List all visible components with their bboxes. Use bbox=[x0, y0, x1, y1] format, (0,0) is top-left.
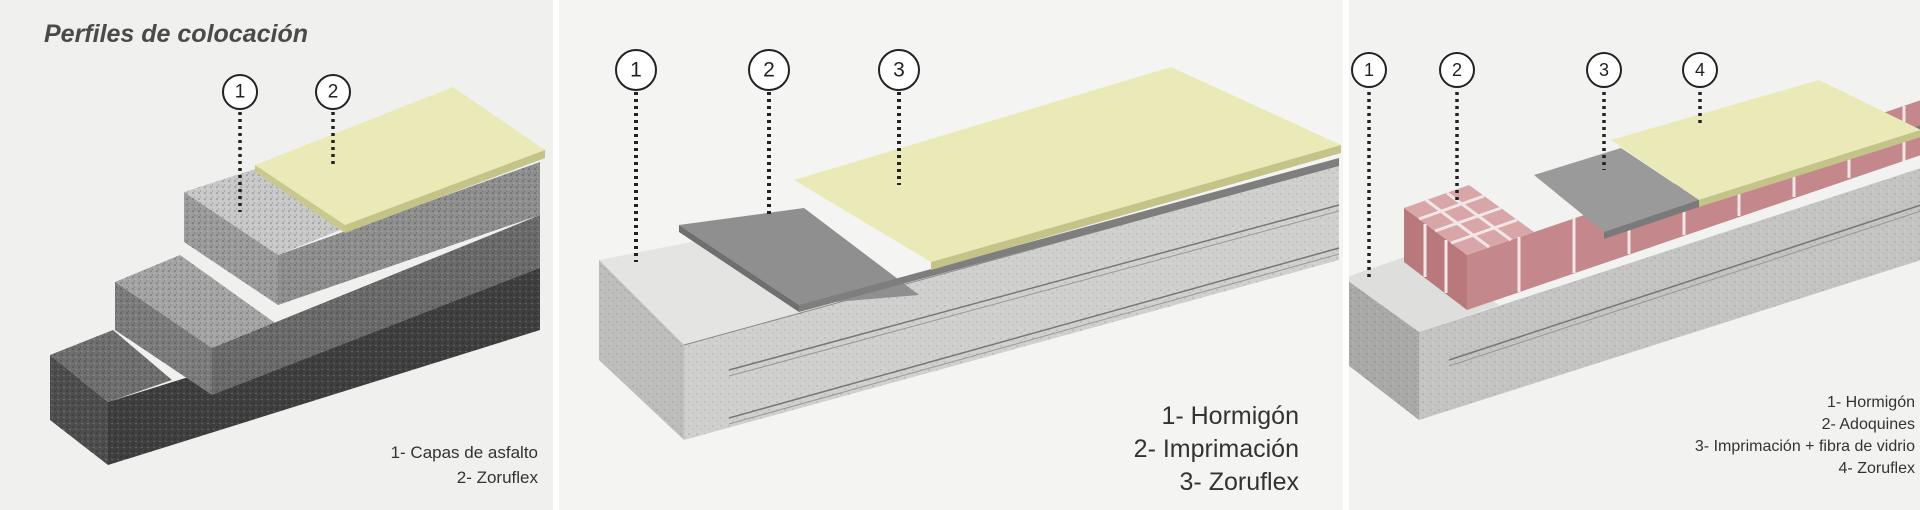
zoruflex-membrane-edge bbox=[931, 145, 1341, 270]
svg-text:1: 1 bbox=[235, 82, 246, 103]
legend-item: 1- Hormigón bbox=[1826, 394, 1915, 411]
svg-text:2: 2 bbox=[1452, 60, 1462, 80]
paver-block-front bbox=[1404, 208, 1467, 310]
marker-3: 3 bbox=[1586, 52, 1622, 88]
svg-text:3: 3 bbox=[893, 59, 905, 82]
primer-fiberglass-layer-top bbox=[1534, 148, 1699, 232]
concrete-slab-top bbox=[1349, 252, 1499, 332]
legend-item: 3- Zoruflex bbox=[1179, 468, 1299, 496]
legend-item: 2- Imprimación bbox=[1133, 435, 1299, 463]
legend-item: 1- Hormigón bbox=[1161, 402, 1299, 430]
page-title: Perfiles de colocación bbox=[44, 20, 308, 48]
svg-text:2: 2 bbox=[328, 82, 339, 103]
paver-slab-illustration: 1 2 3 4 bbox=[1349, 52, 1920, 420]
svg-text:1: 1 bbox=[630, 59, 642, 82]
legend-item: 1- Capas de asfalto bbox=[390, 443, 538, 462]
marker-2: 2 bbox=[315, 74, 351, 110]
marker-3: 3 bbox=[878, 49, 920, 91]
profile-panel-asphalt: Perfiles de colocación bbox=[0, 0, 553, 510]
zoruflex-membrane-top bbox=[1611, 80, 1920, 200]
marker-4: 4 bbox=[1682, 52, 1718, 88]
asphalt-steps-illustration: 1 2 bbox=[50, 74, 545, 465]
svg-text:4: 4 bbox=[1695, 60, 1705, 80]
svg-text:2: 2 bbox=[763, 59, 775, 82]
profile-panel-pavers: 1 2 3 4 1- Hormigón 2- Adoquines 3- Impr… bbox=[1343, 0, 1920, 510]
svg-text:3: 3 bbox=[1599, 60, 1609, 80]
marker-1: 1 bbox=[615, 49, 657, 91]
zoruflex-membrane-top bbox=[255, 87, 545, 225]
legend: 1- Hormigón 2- Imprimación 3- Zoruflex bbox=[1134, 400, 1299, 499]
zoruflex-membrane-edge bbox=[1699, 130, 1920, 207]
svg-text:1: 1 bbox=[1364, 60, 1374, 80]
marker-1: 1 bbox=[1351, 52, 1387, 88]
marker-1: 1 bbox=[222, 74, 258, 110]
zoruflex-membrane-top bbox=[794, 67, 1341, 262]
legend: 1- Hormigón 2- Adoquines 3- Imprimación … bbox=[1695, 392, 1915, 480]
concrete-slab-illustration: 1 2 3 bbox=[599, 49, 1341, 440]
marker-2: 2 bbox=[748, 49, 790, 91]
marker-2: 2 bbox=[1439, 52, 1475, 88]
legend-item: 3- Imprimación + fibra de vidrio bbox=[1694, 438, 1915, 455]
zoruflex-membrane-edge bbox=[345, 150, 545, 233]
profile-panel-concrete: 1 2 3 1- Hormigón 2- Imprimación 3- Zoru… bbox=[553, 0, 1343, 510]
legend-item: 2- Adoquines bbox=[1821, 416, 1915, 433]
legend: 1- Capas de asfalto 2- Zoruflex bbox=[391, 440, 538, 490]
primer-layer-top bbox=[679, 208, 919, 305]
legend-item: 4- Zoruflex bbox=[1838, 460, 1915, 477]
legend-item: 2- Zoruflex bbox=[456, 468, 538, 487]
primer-layer-edge bbox=[679, 225, 799, 312]
